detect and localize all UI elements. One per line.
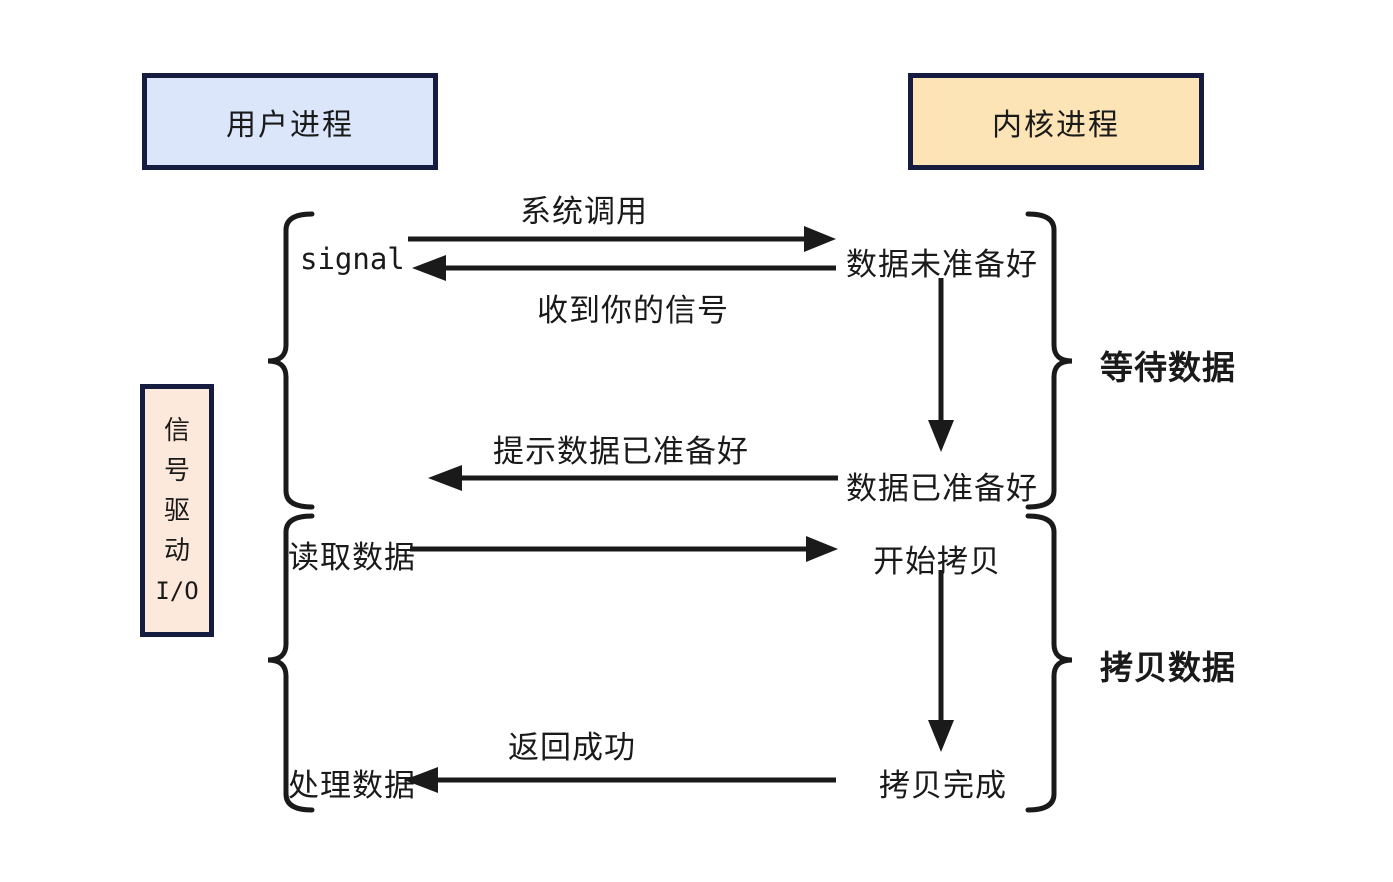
notify-data-ready-label: 提示数据已准备好 (493, 434, 749, 469)
left-brace-top (267, 211, 315, 510)
side-box-char: 号 (163, 455, 190, 485)
received-signal-arrowhead (412, 255, 446, 281)
side-box-char: 动 (163, 535, 190, 565)
right-brace-bottom (1025, 513, 1073, 813)
side-box-char: 信 (163, 415, 190, 445)
copy-progress-arrowhead (928, 720, 954, 752)
data-not-ready-label: 数据未准备好 (846, 247, 1038, 282)
copy-complete-label: 拷贝完成 (879, 768, 1007, 803)
received-signal-label: 收到你的信号 (537, 293, 729, 328)
notify-ready-arrowhead (428, 465, 462, 491)
kernel-process-box: 内核进程 (908, 73, 1204, 170)
system-call-arrowhead (804, 226, 836, 252)
left-brace-bottom (267, 513, 315, 813)
user-process-label: 用户进程 (226, 108, 354, 142)
kernel-process-label: 内核进程 (992, 108, 1120, 142)
signal-label: signal (300, 242, 405, 276)
return-success-label: 返回成功 (508, 730, 636, 765)
signal-driven-io-box: 信 号 驱 动 I/O (140, 384, 214, 637)
copy-data-phase-label: 拷贝数据 (1100, 651, 1236, 687)
data-ready-label: 数据已准备好 (846, 471, 1038, 506)
return-success-arrowhead (404, 767, 438, 793)
side-box-char: 驱 (163, 495, 190, 525)
process-data-label: 处理数据 (288, 768, 416, 803)
wait-data-phase-label: 等待数据 (1100, 351, 1236, 387)
side-box-io: I/O (155, 576, 199, 605)
right-brace-top (1025, 211, 1073, 510)
user-process-box: 用户进程 (142, 73, 438, 170)
wait-data-arrowhead (928, 420, 954, 452)
read-data-label: 读取数据 (288, 540, 416, 575)
start-copy-label: 开始拷贝 (873, 544, 1001, 579)
system-call-label: 系统调用 (520, 194, 648, 229)
read-data-arrowhead (806, 536, 838, 562)
